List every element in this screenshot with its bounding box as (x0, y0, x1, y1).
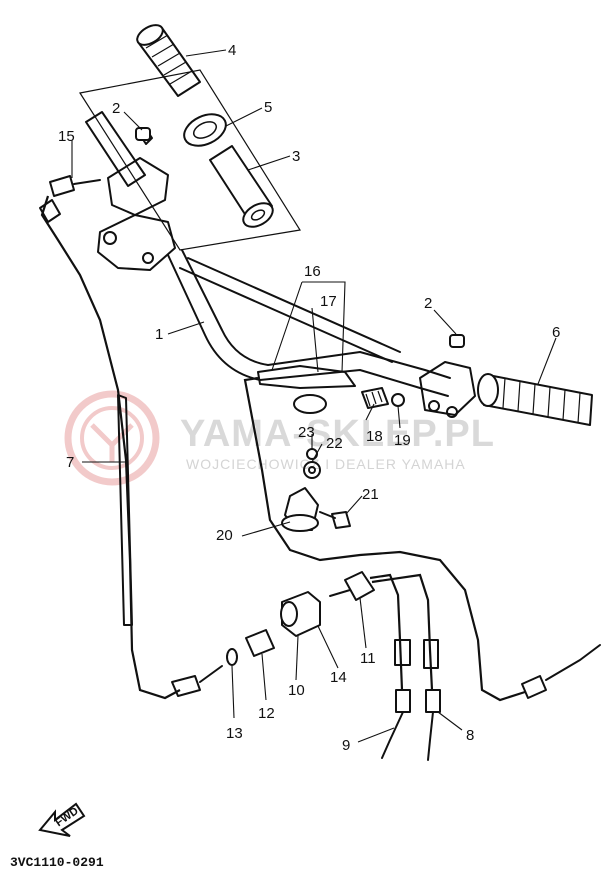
callout-numbers: 4 5 3 2 15 1 16 17 2 6 18 19 23 22 21 20… (58, 42, 560, 754)
callout-16: 16 (304, 263, 321, 280)
callout-1: 1 (155, 326, 163, 343)
cable-16-route (243, 376, 526, 702)
callout-2-right: 2 (424, 295, 432, 312)
watermark-logo (64, 390, 160, 486)
right-grip-6 (477, 373, 593, 426)
cable-7 (39, 195, 223, 700)
callout-22: 22 (326, 435, 343, 452)
bolt-21 (319, 511, 351, 529)
cap-2-right (449, 334, 465, 348)
throttle-tube-3 (209, 145, 274, 228)
adjuster-15 (49, 175, 101, 197)
callout-17: 17 (320, 293, 337, 310)
callout-5: 5 (264, 99, 272, 116)
callout-11: 11 (360, 650, 376, 667)
callout-8: 8 (466, 727, 474, 744)
clamp-20 (281, 487, 319, 532)
leader-lines (71, 49, 557, 743)
callout-14: 14 (330, 669, 347, 686)
watermark-brand: YAMA-SKLEP.PL (180, 413, 495, 455)
callout-21: 21 (362, 486, 379, 503)
connector-10-14 (280, 591, 321, 637)
callout-9: 9 (342, 737, 350, 754)
callout-10: 10 (288, 682, 305, 699)
callout-23: 23 (298, 424, 315, 441)
throttle-housing (85, 111, 176, 271)
callout-15: 15 (58, 128, 75, 145)
callout-2-left: 2 (112, 100, 120, 117)
callout-13: 13 (226, 725, 243, 742)
fwd-arrow: FWD (38, 802, 86, 837)
sleeve-12 (245, 629, 275, 657)
callout-20: 20 (216, 527, 233, 544)
watermark: YAMA-SKLEP.PL WOJCIECHOWICZ I DEALER YAM… (64, 390, 495, 486)
cable-end-right (521, 675, 547, 699)
cap-2-left (135, 127, 151, 141)
callout-6: 6 (552, 324, 560, 341)
throttle-grip-4 (136, 24, 201, 97)
cable-section-17 (257, 365, 356, 414)
callout-19: 19 (394, 432, 411, 449)
o-ring-13 (226, 648, 238, 666)
grip-group-bracket (79, 69, 301, 251)
callout-4: 4 (228, 42, 236, 59)
cable-junction-11 (329, 571, 441, 761)
callout-18: 18 (366, 428, 383, 445)
watermark-subtitle: WOJCIECHOWICZ I DEALER YAMAHA (186, 456, 466, 472)
adjuster-18-19 (361, 387, 405, 409)
callout-3: 3 (292, 148, 300, 165)
diagram-code: 3VC1110-0291 (10, 855, 104, 870)
callout-7: 7 (66, 454, 74, 471)
washer-5 (183, 113, 227, 147)
right-lever-holder (419, 334, 476, 418)
cable-end-right-rod (545, 644, 601, 681)
callout-12: 12 (258, 705, 275, 722)
